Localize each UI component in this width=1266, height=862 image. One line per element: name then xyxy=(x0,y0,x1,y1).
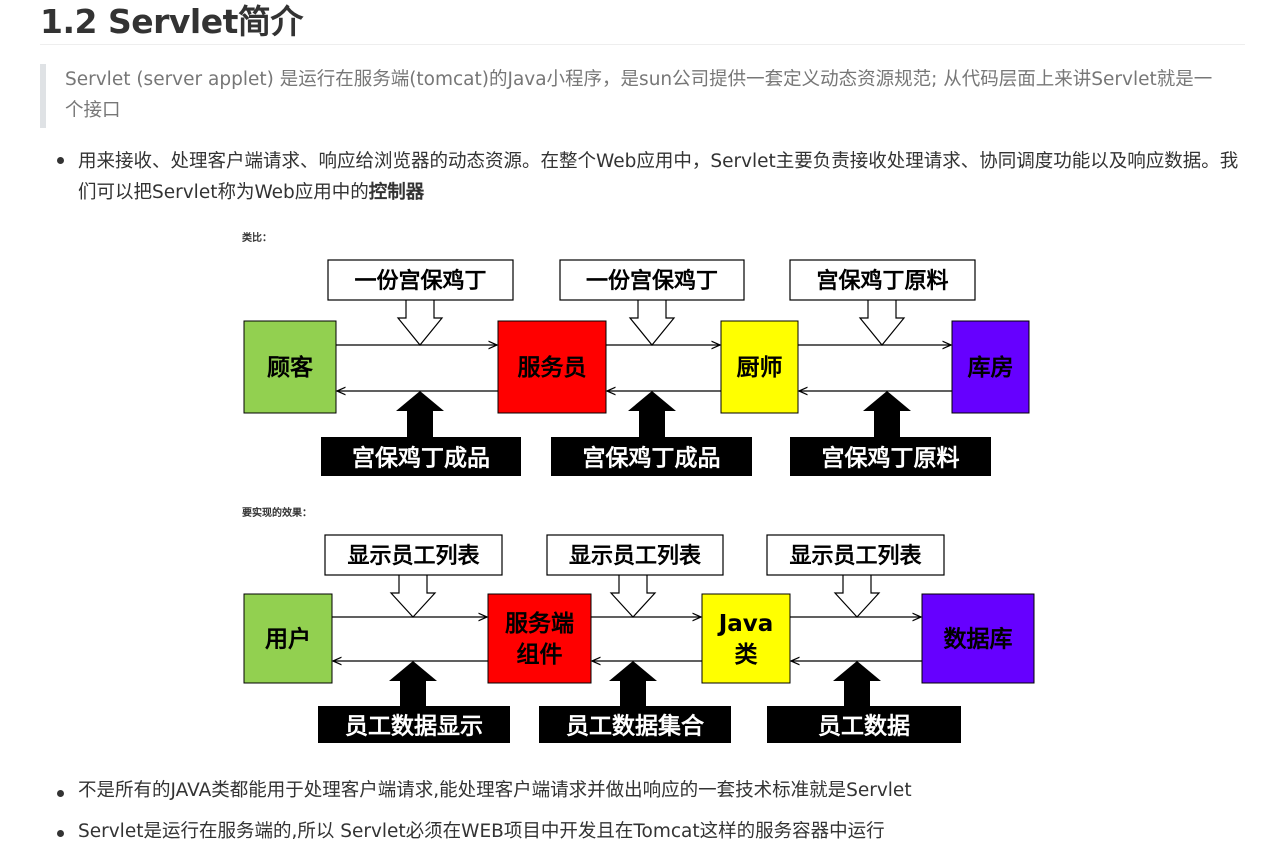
bullet-item-2: 不是所有的JAVA类都能用于处理客户端请求,能处理客户端请求并做出响应的一套技术… xyxy=(78,780,912,801)
bottom-callout-box xyxy=(321,437,521,476)
bottom-callout-label: 宫保鸡丁成品 xyxy=(583,445,721,472)
top-callout-label: 宫保鸡丁原料 xyxy=(816,268,948,294)
diagram-box-label: 库房 xyxy=(968,354,1014,381)
top-callout-box xyxy=(327,259,514,301)
diagram-label: 要实现的效果： xyxy=(242,506,312,519)
diagram-box xyxy=(921,593,1035,684)
top-callout-label: 一份宫保鸡丁 xyxy=(354,268,486,294)
diagram-box-label: Java xyxy=(717,611,774,637)
up-callout-arrow xyxy=(389,661,437,706)
diagram-box-label: 顾客 xyxy=(267,354,314,381)
up-callout-arrow xyxy=(863,391,911,437)
bullet-dot xyxy=(57,830,64,837)
bottom-callout-box xyxy=(790,437,991,476)
top-callout-box xyxy=(766,534,945,576)
up-callout-arrow xyxy=(396,391,444,437)
bullet-dot xyxy=(57,790,64,797)
diagram-box-label: 厨师 xyxy=(737,355,783,381)
bullet-dot xyxy=(57,157,64,164)
bottom-callout-label: 员工数据集合 xyxy=(566,713,705,740)
blockquote: Servlet (server applet) 是运行在服务端(tomcat)的… xyxy=(40,64,1230,128)
diagram-box xyxy=(243,320,337,414)
up-callout-arrow xyxy=(628,391,676,437)
diagram-box-label: 数据库 xyxy=(944,627,1013,653)
bottom-callout-box xyxy=(318,706,510,743)
down-callout-arrow xyxy=(389,575,437,618)
bullet-1-bold: 控制器 xyxy=(368,182,425,203)
up-callout-arrow xyxy=(609,661,657,706)
bullet-item-1: 用来接收、处理客户端请求、响应给浏览器的动态资源。在整个Web应用中，Servl… xyxy=(78,146,1248,208)
top-callout-box xyxy=(789,259,976,301)
top-callout-label: 一份宫保鸡丁 xyxy=(586,268,718,294)
diagram-box-label: 类 xyxy=(735,642,758,668)
down-callout-arrow xyxy=(396,300,444,346)
down-callout-arrow xyxy=(609,575,657,618)
diagram-box-label: 组件 xyxy=(517,641,563,668)
diagram-box-label: 用户 xyxy=(265,626,311,653)
top-callout-label: 显示员工列表 xyxy=(347,544,480,569)
diagram-label: 类比： xyxy=(242,231,272,244)
top-callout-label: 显示员工列表 xyxy=(569,544,702,569)
bottom-callout-label: 宫保鸡丁原料 xyxy=(822,445,960,472)
bottom-callout-box xyxy=(767,706,961,743)
down-callout-arrow xyxy=(833,575,881,618)
diagram-box xyxy=(487,593,592,684)
diagram-box xyxy=(701,593,791,684)
diagram-box xyxy=(720,320,799,414)
diagram-analogy: 类比：顾客服务员厨师库房一份宫保鸡丁一份宫保鸡丁宫保鸡丁原料宫保鸡丁成品宫保鸡丁… xyxy=(242,231,1030,476)
up-callout-arrow xyxy=(833,661,881,706)
page-title: 1.2 Servlet简介 xyxy=(40,2,303,41)
bullet-item-3: Servlet是运行在服务端的,所以 Servlet必须在WEB项目中开发且在T… xyxy=(78,821,885,842)
diagram-box xyxy=(497,320,607,414)
top-callout-box xyxy=(324,534,503,576)
top-callout-box xyxy=(559,259,745,301)
section-heading: 1.2 Servlet简介 xyxy=(40,0,1245,45)
top-callout-box xyxy=(546,534,724,576)
bottom-callout-box xyxy=(551,437,752,476)
bottom-callout-label: 员工数据 xyxy=(818,714,910,740)
down-callout-arrow xyxy=(858,300,906,346)
bullet-1-text: 用来接收、处理客户端请求、响应给浏览器的动态资源。在整个Web应用中，Servl… xyxy=(78,151,1239,203)
bottom-callout-box xyxy=(539,706,731,743)
diagram-box-label: 服务员 xyxy=(518,355,587,381)
diagram-box-label: 服务端 xyxy=(505,611,574,637)
diagram-box xyxy=(951,320,1030,414)
diagram-box xyxy=(243,593,333,684)
bottom-callout-label: 员工数据显示 xyxy=(345,714,483,740)
top-callout-label: 显示员工列表 xyxy=(789,544,922,569)
bottom-callout-label: 宫保鸡丁成品 xyxy=(352,445,490,472)
down-callout-arrow xyxy=(628,300,676,346)
